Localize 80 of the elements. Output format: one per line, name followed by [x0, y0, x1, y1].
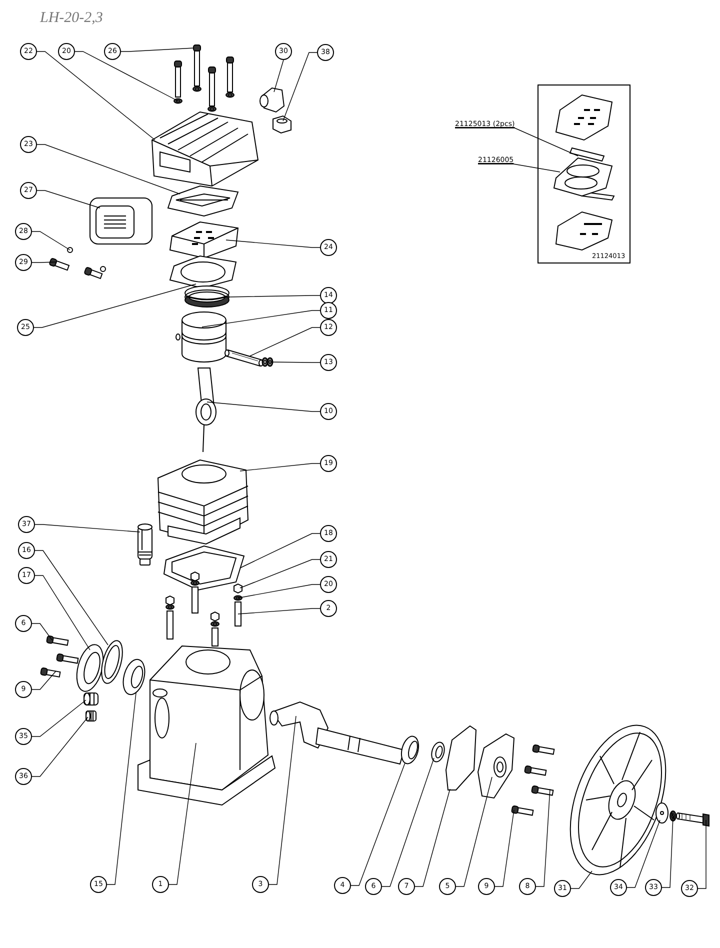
leader-line [454, 128, 578, 156]
leader-line [36, 144, 180, 194]
reed-valve-drawing [569, 147, 615, 201]
crankshaft-drawing [270, 701, 405, 765]
piston-drawing [176, 312, 226, 362]
leader-line [168, 742, 196, 885]
diagram-title: LH-20-2,3 [40, 10, 103, 27]
leader-line [282, 52, 318, 122]
piston-ring-drawing [184, 286, 230, 308]
leader-line [34, 575, 90, 650]
bolt-drawing [174, 44, 234, 106]
leader-line [626, 820, 660, 888]
leader-line [228, 295, 320, 298]
gasket-drawing [101, 640, 123, 684]
circlip-drawing [262, 357, 274, 367]
leader-line [32, 716, 88, 777]
leader-line [120, 48, 194, 52]
leader-line [240, 533, 320, 568]
screw-drawing [48, 258, 103, 280]
gasket-drawing [169, 255, 237, 289]
leader-line [382, 758, 434, 887]
leader-line [206, 402, 320, 412]
leader-line [250, 327, 320, 356]
connecting-rod-drawing [196, 368, 216, 452]
leader-line [32, 623, 52, 640]
valve-plate-drawing [169, 221, 239, 259]
leader-line [32, 231, 70, 250]
washer-drawing [67, 247, 106, 272]
leader-line [478, 164, 560, 172]
bearing-drawing [400, 736, 420, 764]
leader-line [32, 700, 86, 737]
leader-line [202, 310, 320, 328]
leader-line [32, 670, 56, 690]
bearing-cover-drawing [76, 644, 104, 692]
gasket-drawing [446, 725, 477, 790]
stud-drawing [166, 586, 242, 646]
oil-seal-drawing [431, 742, 445, 762]
leader-line [698, 820, 706, 889]
piston-pin-drawing [224, 349, 264, 367]
leader-line [238, 608, 320, 614]
leader-line [414, 788, 450, 887]
bearing-drawing [122, 658, 146, 696]
leader-line [456, 776, 492, 887]
gasket-drawing [167, 185, 239, 217]
leader-line [268, 362, 320, 363]
leader-line [36, 51, 156, 140]
breather-drawing [138, 524, 152, 566]
leader-line [36, 190, 100, 208]
washer-drawing [174, 86, 234, 112]
bolt-drawing [510, 744, 555, 816]
leader-line [106, 692, 136, 885]
leader-line [238, 584, 320, 598]
gasket-drawing [163, 545, 245, 591]
leader-line [240, 463, 320, 472]
leader-line [240, 559, 320, 588]
washer-drawing [656, 802, 668, 824]
leader-line [274, 60, 284, 92]
plug-drawing [86, 710, 96, 722]
elbow-fitting-drawing [260, 87, 285, 113]
leader-line [226, 240, 320, 248]
nut-drawing [272, 115, 292, 134]
bolt-drawing [40, 635, 79, 678]
leader-line [74, 51, 178, 102]
plug-drawing [84, 692, 98, 706]
end-cover-drawing [477, 733, 515, 799]
air-filter-drawing [90, 198, 152, 244]
leader-line [570, 870, 592, 889]
crankcase-drawing [138, 645, 276, 806]
leader-line [34, 524, 140, 532]
leader-line [494, 810, 514, 887]
washer-drawing [670, 810, 676, 822]
leader-line [32, 262, 56, 263]
nut-drawing [166, 571, 242, 622]
leader-line [536, 788, 550, 887]
bolt-drawing [676, 812, 710, 827]
flywheel-drawing [570, 724, 666, 876]
leader-line [34, 550, 108, 646]
leader-line [268, 716, 296, 885]
leader-line [350, 762, 406, 886]
leader-line [662, 816, 674, 888]
